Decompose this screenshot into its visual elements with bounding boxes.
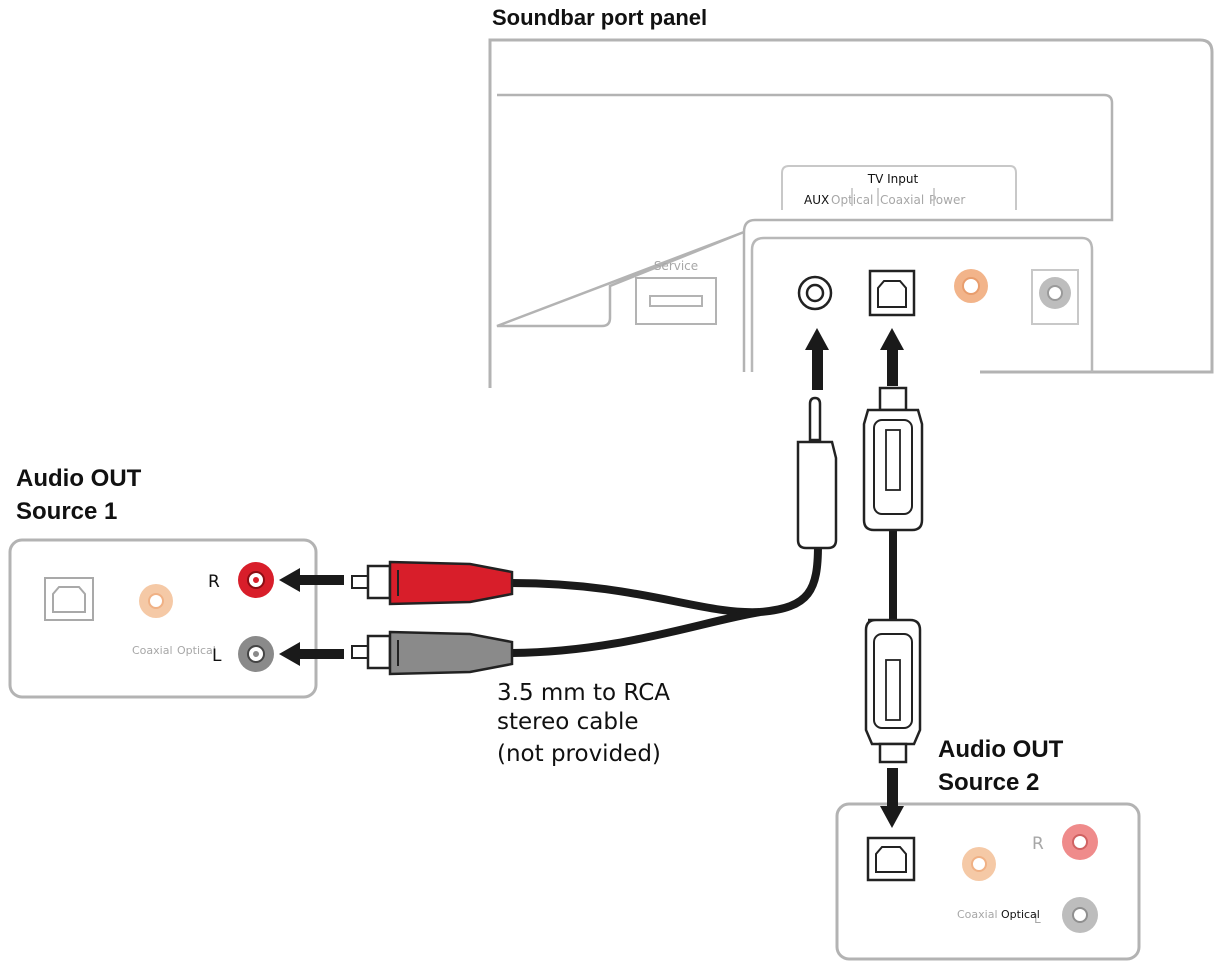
source2-l-label: L bbox=[1034, 912, 1041, 926]
soundbar-title: Soundbar port panel bbox=[492, 5, 707, 30]
soundbar-panel: Soundbar port panel TV Input AUX Optical… bbox=[488, 5, 1214, 388]
service-label: Service bbox=[654, 259, 698, 273]
coaxial-label: Coaxial bbox=[880, 193, 924, 207]
caption-line2: stereo cable bbox=[497, 709, 639, 735]
source2-title-line1: Audio OUT bbox=[938, 736, 1064, 763]
tv-input-label: TV Input bbox=[867, 172, 919, 186]
arrow-left-r-icon bbox=[279, 568, 344, 592]
optical-plug-bottom bbox=[864, 618, 922, 764]
port-panel-recess bbox=[750, 236, 1094, 372]
source2-panel bbox=[835, 802, 1141, 961]
source2-r-label: R bbox=[1032, 834, 1044, 854]
source1-coaxial-port-icon bbox=[139, 584, 173, 618]
aux-port-icon bbox=[797, 275, 833, 311]
caption-line1: 3.5 mm to RCA bbox=[497, 680, 670, 706]
rca-cable-wire-r bbox=[511, 544, 822, 617]
source2-l-jack-icon bbox=[1062, 897, 1098, 933]
caption-line3: (not provided) bbox=[497, 741, 661, 767]
source1-l-jack-icon bbox=[238, 636, 274, 672]
rca-stereo-cable bbox=[351, 396, 838, 676]
optical-port-icon bbox=[868, 269, 916, 317]
arrow-up-aux-icon bbox=[805, 328, 829, 390]
cable-caption: 3.5 mm to RCA stereo cable (not provided… bbox=[497, 680, 670, 767]
source2-device: Audio OUT Source 2 R L Coaxial Optical bbox=[835, 736, 1141, 961]
arrow-left-l-icon bbox=[279, 642, 344, 666]
red-rca-plug bbox=[351, 560, 514, 606]
soundbar-body-outline bbox=[488, 38, 1214, 388]
source1-optical-port-icon bbox=[44, 577, 94, 621]
source1-optical-label: Optical bbox=[177, 644, 216, 657]
tv-input-tab bbox=[781, 165, 1017, 210]
source2-title-line2: Source 2 bbox=[938, 769, 1039, 796]
optical-plug-top bbox=[862, 386, 924, 532]
gray-rca-plug bbox=[351, 630, 514, 676]
soundbar-port-labels: AUX Optical Coaxial Power bbox=[804, 188, 965, 207]
source2-r-jack-icon bbox=[1062, 824, 1098, 860]
arrows bbox=[279, 328, 904, 828]
source1-r-jack-icon bbox=[238, 562, 274, 598]
source1-title-line1: Audio OUT bbox=[16, 465, 142, 492]
source2-optical-label: Optical bbox=[1001, 908, 1040, 921]
power-label: Power bbox=[929, 193, 965, 207]
source1-r-label: R bbox=[208, 572, 220, 592]
soundbar-inner-panel bbox=[496, 93, 1114, 372]
coaxial-port-icon bbox=[954, 269, 988, 303]
aux-label: AUX bbox=[804, 193, 829, 207]
source2-optical-port-icon bbox=[866, 836, 916, 882]
aux-3-5mm-plug bbox=[796, 396, 838, 550]
arrow-down-source2-icon bbox=[880, 768, 904, 828]
arrow-up-optical-icon bbox=[880, 328, 904, 386]
source2-coaxial-port-icon bbox=[962, 847, 996, 881]
source1-device: Audio OUT Source 1 Coaxial Optical R L bbox=[8, 465, 318, 699]
source1-l-label: L bbox=[212, 646, 222, 666]
service-usb-port bbox=[635, 277, 717, 325]
rca-cable-wire-l bbox=[511, 608, 761, 657]
optical-cable bbox=[862, 386, 924, 764]
source1-title-line2: Source 1 bbox=[16, 498, 117, 525]
source1-coaxial-label: Coaxial bbox=[132, 644, 173, 657]
power-port-icon bbox=[1031, 269, 1079, 325]
source2-coaxial-label: Coaxial bbox=[957, 908, 998, 921]
